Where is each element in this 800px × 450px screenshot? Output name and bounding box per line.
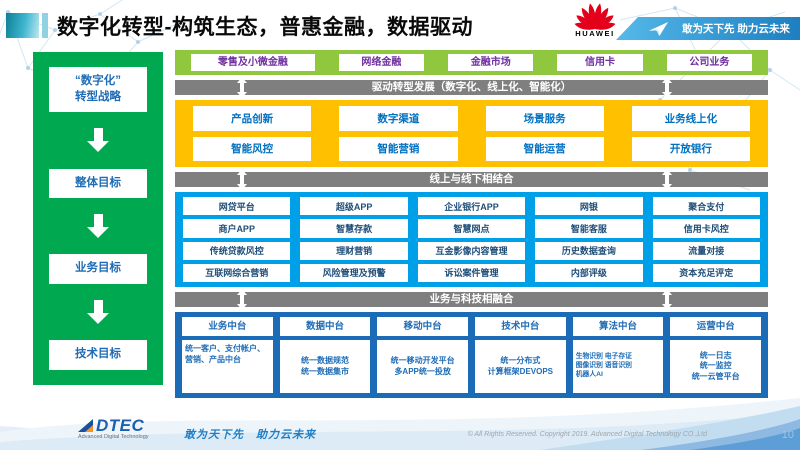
middle-platform-detail: 生物识别 电子存证 图像识别 语音识别 机器人AI [572, 340, 664, 393]
page-title: 数字化转型-构筑生态，普惠金融，数据驱动 [57, 16, 473, 39]
footer-slogan: 敢为天下先 助力云未来 [184, 429, 316, 441]
strategy-rail: “数字化” 转型战略 整体目标 业务目标 技术目标 [33, 52, 163, 385]
transform-box: 开放银行 [631, 136, 750, 161]
transform-box: 智能风控 [193, 136, 312, 161]
huawei-logo: HUAWEI [570, 3, 620, 38]
middle-platform-detail: 统一日志 统一监控 统一云管平台 [670, 340, 762, 393]
platform-box: 风险管理及预警 [300, 263, 408, 282]
strategy-box: 技术目标 [49, 340, 147, 370]
platform-box: 网贷平台 [183, 197, 291, 216]
platform-box: 网银 [535, 197, 643, 216]
platform-box: 理财营销 [300, 241, 408, 260]
platform-box: 历史数据查询 [535, 241, 643, 260]
paper-plane-icon [648, 21, 669, 36]
dtec-arrow-icon [78, 418, 93, 432]
down-arrow-icon [87, 214, 109, 239]
huawei-wordmark: HUAWEI [575, 29, 615, 38]
connector-bar-label: 驱动转型发展（数字化、线上化、智能化） [371, 81, 572, 93]
middle-platform-title: 算法中台 [572, 317, 664, 336]
connector-bar-online-offline: 线上与线下相结合 [175, 169, 768, 190]
updown-arrow-icon [237, 77, 247, 98]
transform-box: 数字渠道 [339, 106, 458, 131]
middle-platform-detail: 统一客户、支付帐户、营销、产品中台 [182, 340, 273, 393]
transformation-band: 产品创新 数字渠道 场景服务 业务线上化 智能风控 智能营销 智能运营 开放银行 [175, 100, 768, 167]
updown-arrow-icon [662, 77, 672, 98]
slogan-banner: 敢为天下先 助力云未来 [616, 17, 800, 40]
platform-box: 内部评级 [535, 263, 643, 282]
business-line-box: 公司业务 [666, 54, 753, 71]
middle-platform-detail: 统一移动开发平台 多APP统一投放 [377, 340, 469, 393]
middle-platform-column: 技术中台 统一分布式 计算框架DEVOPS [475, 317, 566, 393]
middle-platform-title: 业务中台 [182, 317, 273, 336]
banner-slogan-text: 敢为天下先 助力云未来 [682, 23, 790, 35]
strategy-box: 整体目标 [49, 168, 147, 199]
platform-band: 网贷平台 超级APP 企业银行APP 网银 聚合支付 商户APP 智慧存款 智慧… [175, 192, 768, 287]
connector-bar-business-tech: 业务与科技相融合 [175, 289, 768, 310]
strategy-box: 业务目标 [49, 254, 147, 284]
platform-box: 智能客服 [535, 219, 643, 238]
huawei-flower-icon [574, 3, 616, 30]
middle-platform-detail: 统一分布式 计算框架DEVOPS [475, 340, 566, 393]
platform-box: 聚合支付 [652, 197, 760, 216]
platform-box: 传统贷款风控 [183, 241, 291, 260]
title-accent-block [6, 13, 39, 38]
platform-box: 智慧存款 [300, 219, 408, 238]
strategy-box: “数字化” 转型战略 [49, 67, 147, 113]
down-arrow-icon [87, 300, 109, 325]
title-accent-stripe [42, 13, 48, 38]
transform-box: 智能营销 [339, 136, 458, 161]
updown-arrow-icon [662, 289, 672, 310]
dtec-wordmark: DTEC [96, 416, 145, 435]
middle-platform-band: 业务中台 统一客户、支付帐户、营销、产品中台 数据中台 统一数据规范 统一数据集… [175, 312, 768, 398]
business-line-box: 零售及小微金融 [191, 54, 315, 71]
platform-box: 互金影像内容管理 [417, 241, 526, 260]
footer-copyright: © All Rights Reserved. Copyright 2019. A… [467, 431, 707, 438]
updown-arrow-icon [237, 169, 247, 190]
connector-bar-drive-transform: 驱动转型发展（数字化、线上化、智能化） [175, 77, 768, 98]
platform-box: 信用卡风控 [652, 219, 760, 238]
dtec-logo: DTEC Advanced Digital Technology [78, 416, 149, 440]
page-number: 10 [781, 429, 794, 441]
platform-box: 诉讼案件管理 [417, 263, 526, 282]
middle-platform-column: 业务中台 统一客户、支付帐户、营销、产品中台 [182, 317, 273, 393]
transform-box: 产品创新 [193, 106, 312, 131]
business-line-box: 信用卡 [557, 54, 643, 71]
transform-box: 智能运营 [485, 136, 604, 161]
business-line-box: 金融市场 [448, 54, 534, 71]
middle-platform-title: 移动中台 [377, 317, 469, 336]
business-line-box: 网络金融 [338, 54, 425, 71]
platform-box: 流量对接 [652, 241, 760, 260]
platform-box: 互联网综合营销 [183, 263, 291, 282]
platform-box: 资本充足评定 [652, 263, 760, 282]
connector-bar-label: 线上与线下相结合 [429, 173, 514, 185]
middle-platform-column: 算法中台 生物识别 电子存证 图像识别 语音识别 机器人AI [572, 317, 664, 393]
middle-platform-title: 运营中台 [670, 317, 762, 336]
middle-platform-column: 运营中台 统一日志 统一监控 统一云管平台 [670, 317, 762, 393]
platform-box: 智慧网点 [417, 219, 526, 238]
connector-bar-label: 业务与科技相融合 [429, 293, 514, 305]
platform-box: 超级APP [300, 197, 408, 216]
updown-arrow-icon [662, 169, 672, 190]
architecture-stack: 零售及小微金融 网络金融 金融市场 信用卡 公司业务 驱动转型发展（数字化、线上… [175, 50, 768, 398]
middle-platform-column: 数据中台 统一数据规范 统一数据集市 [279, 317, 371, 393]
transform-box: 业务线上化 [631, 106, 750, 131]
business-lines-band: 零售及小微金融 网络金融 金融市场 信用卡 公司业务 [175, 50, 768, 75]
middle-platform-detail: 统一数据规范 统一数据集市 [279, 340, 371, 393]
updown-arrow-icon [237, 289, 247, 310]
dtec-subtext: Advanced Digital Technology [78, 434, 149, 440]
middle-platform-title: 技术中台 [475, 317, 566, 336]
down-arrow-icon [87, 128, 109, 153]
middle-platform-title: 数据中台 [279, 317, 371, 336]
middle-platform-column: 移动中台 统一移动开发平台 多APP统一投放 [377, 317, 469, 393]
platform-box: 商户APP [183, 219, 291, 238]
platform-box: 企业银行APP [417, 197, 526, 216]
transform-box: 场景服务 [485, 106, 604, 131]
